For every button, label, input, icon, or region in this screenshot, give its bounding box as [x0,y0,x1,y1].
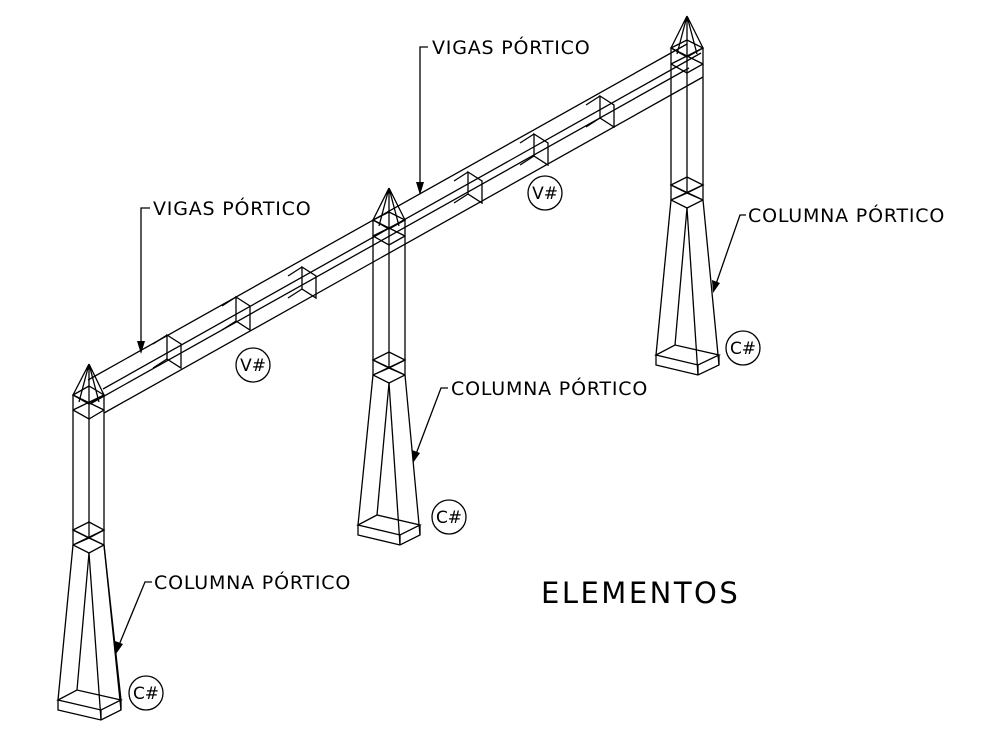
tag-beam-right: V# [532,184,558,204]
label-vigas-top: VIGAS PÓRTICO [432,35,591,59]
label-columna-left: COLUMNA PÓRTICO [154,570,351,594]
leader-columna-left [115,581,152,654]
tag-circle-beam-right [527,175,563,211]
leader-columna-middle [412,387,448,463]
drawing-title: ELEMENTOS [541,576,740,610]
tag-column-right: C# [730,339,756,359]
leader-vigas-top [416,46,428,195]
beam [87,43,704,414]
tag-circle-column-left [128,675,164,711]
tag-circle-column-middle [431,499,467,535]
tag-beam-left: V# [240,356,266,376]
beam-section-marks [152,94,615,370]
column-left [56,363,123,721]
label-columna-right: COLUMNA PÓRTICO [748,203,945,227]
tag-circle-beam-left [235,347,271,383]
tag-column-left: C# [133,684,159,704]
label-columna-middle: COLUMNA PÓRTICO [451,376,648,400]
column-right [654,15,721,376]
leader-columna-right [712,214,746,293]
tag-column-middle: C# [436,508,462,528]
leader-vigas-left [137,207,150,354]
label-vigas-left: VIGAS PÓRTICO [153,196,312,220]
tag-circle-column-right [725,330,761,366]
column-middle [356,187,422,546]
